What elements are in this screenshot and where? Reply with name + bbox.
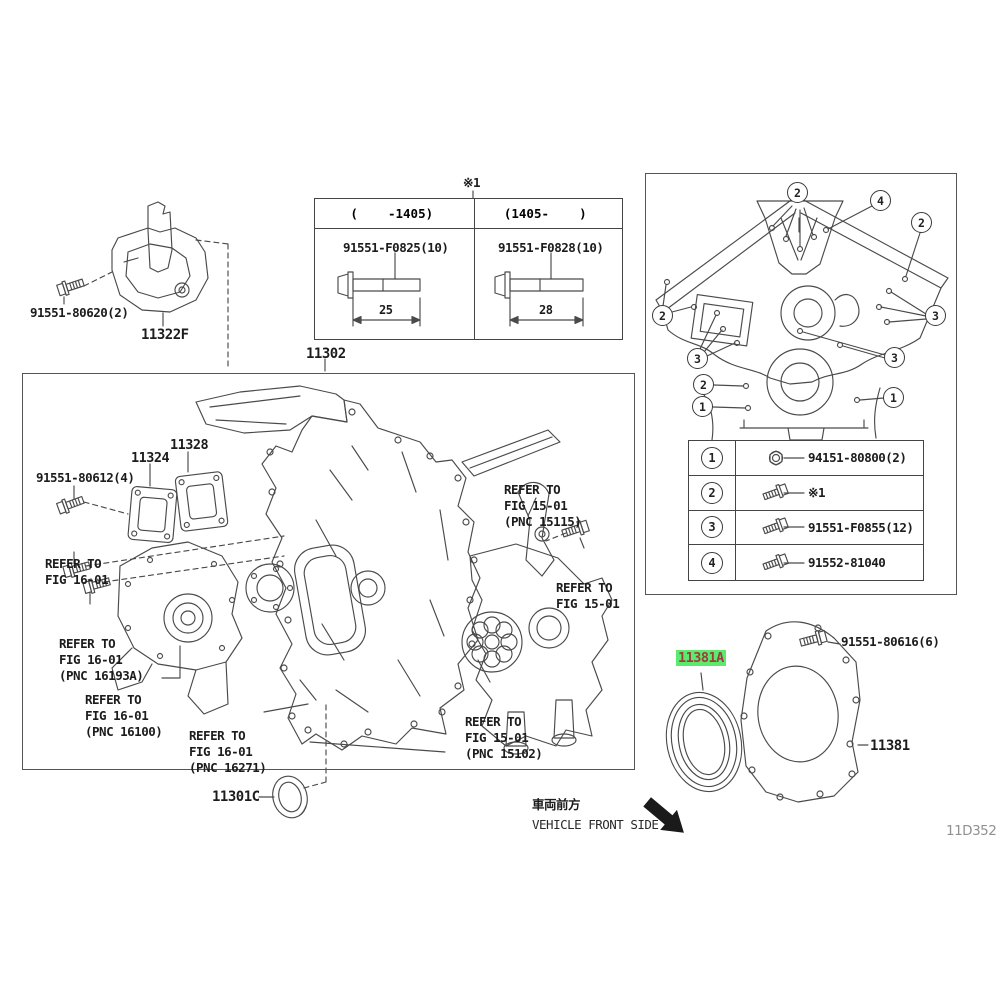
callout-3-lower-right: 3 xyxy=(884,347,905,368)
legend-part-2: ※1 xyxy=(808,485,826,501)
legend-row-4: 4 91552-81040 xyxy=(689,545,923,580)
part-label-91551-f0828: 91551-F0828(10) xyxy=(498,240,604,255)
bolt-91551-80616-icon xyxy=(798,628,829,650)
gasket-11328-drawing xyxy=(174,471,229,532)
note-mark: ※1 xyxy=(463,175,481,190)
bolt-length-25: 25 xyxy=(379,303,393,317)
figure-code: 11D352 xyxy=(946,823,997,839)
bolt-boss-holes xyxy=(266,408,478,748)
part-label-91551-80612: 91551-80612(4) xyxy=(36,470,135,485)
callout-2-right: 2 xyxy=(911,212,932,233)
fastener-legend-table: 1 94151-80800(2) 2 ※1 3 91551-F0855(12) … xyxy=(688,440,924,581)
callout-4: 4 xyxy=(870,190,891,211)
bolt-length-28: 28 xyxy=(539,303,553,317)
rear-seal-retainer-drawing xyxy=(665,621,869,803)
callout-3-left: 3 xyxy=(687,348,708,369)
bolt-location-frame xyxy=(645,173,957,595)
gasket-11324-drawing xyxy=(127,486,178,544)
legend-part-1: 94151-80800(2) xyxy=(808,450,907,466)
legend-part-3: 91551-F0855(12) xyxy=(808,519,914,535)
seal-11301c-drawing xyxy=(272,775,308,819)
part-label-91551-f0825: 91551-F0825(10) xyxy=(343,240,449,255)
part-label-11381: 11381 xyxy=(870,738,910,754)
vehicle-front-label-jp: 車両前方 xyxy=(532,797,581,812)
vehicle-front-arrow-icon xyxy=(643,797,684,833)
bolt-table-period-early: ( -1405) xyxy=(350,206,434,221)
part-label-11301c: 11301C xyxy=(212,789,260,805)
timing-cover-assembly-drawing xyxy=(73,385,613,798)
part-label-11381a-highlighted: 11381A xyxy=(676,650,726,666)
bolt-spec-table: ( -1405) (1405- ) xyxy=(314,198,623,340)
legend-num-2: 2 xyxy=(701,481,723,504)
legend-num-4: 4 xyxy=(701,551,723,574)
bolt-table-divider xyxy=(474,199,475,339)
main-assembly-frame xyxy=(22,373,635,770)
vehicle-front-label-en: VEHICLE FRONT SIDE xyxy=(532,817,659,832)
part-label-11302: 11302 xyxy=(306,346,346,362)
legend-num-1: 1 xyxy=(701,446,723,469)
legend-row-2: 2 ※1 xyxy=(689,475,923,511)
bolt-icon xyxy=(762,552,805,570)
part-label-91551-80620: 91551-80620(2) xyxy=(30,305,129,320)
nut-icon xyxy=(768,450,805,466)
part-label-11322f: 11322F xyxy=(141,327,189,343)
legend-num-3: 3 xyxy=(701,516,723,539)
part-label-11324: 11324 xyxy=(131,450,170,466)
callout-2-top: 2 xyxy=(787,182,808,203)
callout-1-lower-left: 1 xyxy=(692,396,713,417)
part-label-11328: 11328 xyxy=(170,437,209,453)
callout-2-left: 2 xyxy=(652,305,673,326)
bolt-icon xyxy=(762,517,805,535)
bolt-spec-drawings xyxy=(337,252,584,327)
legend-row-3: 3 91551-F0855(12) xyxy=(689,510,923,546)
bolt-table-period-late: (1405- ) xyxy=(503,206,587,221)
legend-part-4: 91552-81040 xyxy=(808,555,886,571)
bolt-icon xyxy=(762,482,805,500)
bolt-location-drawing xyxy=(655,197,949,441)
callout-3-right: 3 xyxy=(925,305,946,326)
part-label-91551-80616: 91551-80616(6) xyxy=(841,634,940,649)
callout-1-lower-right: 1 xyxy=(883,387,904,408)
bracket-11322f-drawing xyxy=(63,201,229,369)
callout-2-lower-left: 2 xyxy=(693,374,714,395)
bolt-91551-80620-icon xyxy=(55,275,86,298)
legend-row-1: 1 94151-80800(2) xyxy=(689,441,923,476)
